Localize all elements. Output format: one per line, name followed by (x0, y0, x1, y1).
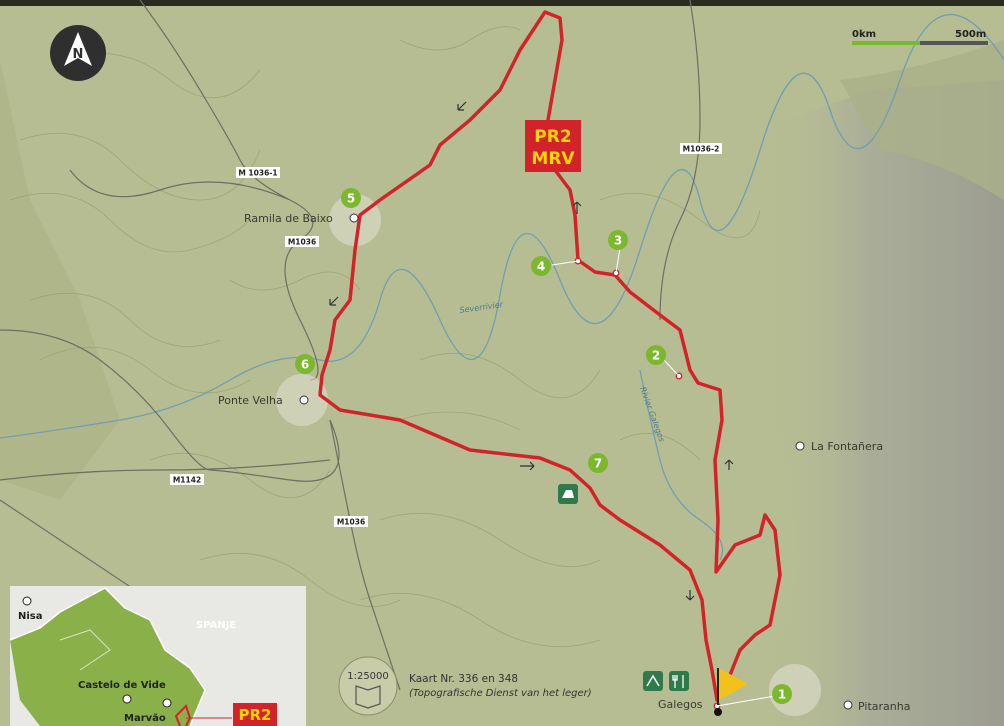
place-labels: Ramila de Baixo Ponte Velha La Fontañera… (218, 212, 910, 713)
waypoint-5: 5 (341, 188, 361, 208)
map-info: 1:25000 Kaart Nr. 336 en 348 (Topografis… (338, 656, 592, 716)
svg-text:Pitaranha: Pitaranha (858, 700, 910, 713)
svg-text:Marvão: Marvão (124, 713, 166, 724)
svg-text:500m: 500m (955, 29, 986, 40)
compass-icon: N (50, 25, 106, 81)
svg-text:M1142: M1142 (173, 476, 201, 485)
svg-text:PR2: PR2 (239, 706, 272, 724)
route-line (318, 10, 782, 702)
svg-text:M1036-2: M1036-2 (683, 145, 720, 154)
parking-icon (558, 484, 578, 504)
svg-text:4: 4 (537, 260, 545, 274)
picnic-icon (643, 671, 663, 691)
sever-river (0, 13, 1004, 439)
svg-text:Castelo de Vide: Castelo de Vide (78, 680, 166, 691)
svg-text:M1036: M1036 (288, 238, 316, 247)
svg-text:Kaart Nr. 336 en 348: Kaart Nr. 336 en 348 (409, 673, 518, 685)
inset-map: Nisa SPANJE Castelo de Vide Marvão PR2 (9, 586, 306, 726)
svg-text:MRV: MRV (531, 149, 575, 169)
waypoint-2: 2 (646, 345, 666, 365)
svg-text:6: 6 (301, 358, 309, 372)
svg-text:7: 7 (594, 457, 602, 471)
waypoint-4: 4 (531, 256, 551, 276)
svg-text:1:25000: 1:25000 (347, 671, 389, 682)
svg-text:2: 2 (652, 349, 660, 363)
svg-text:1: 1 (778, 688, 786, 702)
waypoint-3: 3 (608, 230, 628, 250)
svg-text:Galegos: Galegos (658, 698, 703, 711)
svg-text:Ponte Velha: Ponte Velha (218, 394, 283, 407)
svg-text:SPANJE: SPANJE (196, 620, 236, 631)
road-labels: M 1036-1 M1036 M1036-2 M1142 M1036 (170, 143, 722, 527)
route-marker: PR2 MRV (525, 120, 581, 172)
waypoint-7: 7 (588, 453, 608, 473)
map-book-icon (355, 685, 381, 709)
svg-text:0km: 0km (852, 29, 876, 40)
svg-text:M 1036-1: M 1036-1 (238, 169, 277, 178)
svg-text:Nisa: Nisa (18, 611, 43, 622)
svg-text:(Topografische Dienst van het: (Topografische Dienst van het leger) (409, 688, 592, 699)
start-flag-icon (714, 668, 748, 716)
svg-text:Ramila de Baixo: Ramila de Baixo (244, 212, 333, 225)
svg-text:5: 5 (347, 192, 355, 206)
svg-text:N: N (73, 47, 84, 62)
restaurant-icon (669, 671, 689, 691)
svg-text:PR2: PR2 (534, 127, 571, 147)
svg-text:3: 3 (614, 234, 622, 248)
scale-bar: 0km 500m (852, 29, 988, 45)
svg-text:La Fontañera: La Fontañera (811, 440, 883, 453)
svg-text:M1036: M1036 (337, 518, 365, 527)
waypoint-1: 1 (772, 684, 792, 704)
waypoint-6: 6 (295, 354, 315, 374)
